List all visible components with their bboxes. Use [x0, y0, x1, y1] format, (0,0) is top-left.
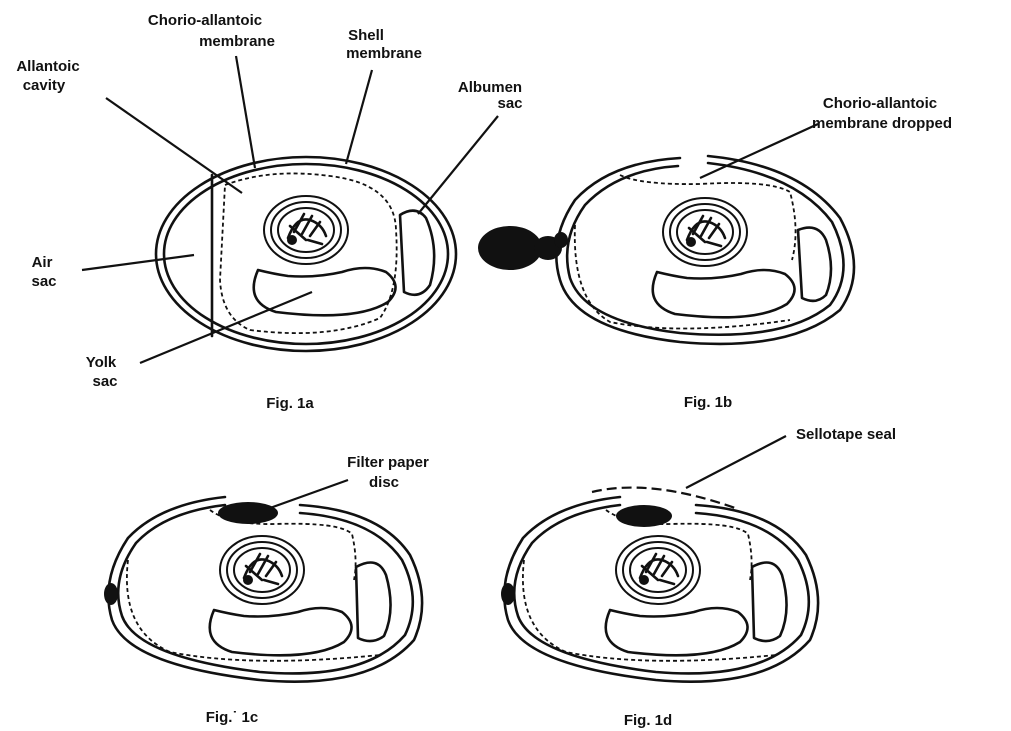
dropped-label-1: Chorio-allantoic: [823, 95, 937, 112]
filter-label-1: Filter paper: [347, 454, 429, 471]
chorio-allantoic-label-2: membrane: [199, 33, 275, 50]
egg-fig-1b: [478, 156, 854, 344]
fig-1d-labels: Sellotape seal Fig. 1d: [624, 426, 896, 729]
shell-label-2: membrane: [346, 45, 422, 62]
dropped-label-2: membrane dropped: [812, 115, 952, 132]
filter-label-2: disc: [369, 474, 399, 491]
caption-fig-1a: Fig. 1a: [266, 395, 314, 412]
chorio-allantoic-label-1: Chorio-allantoic: [148, 12, 262, 29]
albumen-label-2: sac: [497, 95, 522, 112]
fig-1b-labels: Chorio-allantoic membrane dropped Fig. 1…: [684, 95, 952, 411]
caption-fig-1d: Fig. 1d: [624, 712, 672, 729]
caption-fig-1c: Fig.˙ 1c: [206, 709, 259, 726]
sellotape-label: Sellotape seal: [796, 426, 896, 443]
egg-fig-1a: [156, 157, 456, 351]
egg-fig-1d: [501, 488, 818, 682]
svg-text:membrane: membrane: [199, 33, 275, 50]
albumen-label-1: Albumen: [458, 79, 522, 96]
allantoic-label-1: Allantoic: [16, 58, 79, 75]
air-label-1: Air: [32, 254, 53, 271]
yolk-label-2: sac: [92, 373, 117, 390]
fig-1c-labels: Filter paper disc Fig.˙ 1c: [206, 454, 429, 726]
yolk-label-1: Yolk: [86, 354, 117, 371]
caption-fig-1b: Fig. 1b: [684, 394, 732, 411]
svg-text:Chorio-allantoic: Chorio-allantoic: [148, 12, 262, 29]
allantoic-label-2: cavity: [23, 77, 66, 94]
air-label-2: sac: [31, 273, 56, 290]
egg-fig-1c: [104, 497, 422, 682]
shell-label-1: Shell: [348, 27, 384, 44]
